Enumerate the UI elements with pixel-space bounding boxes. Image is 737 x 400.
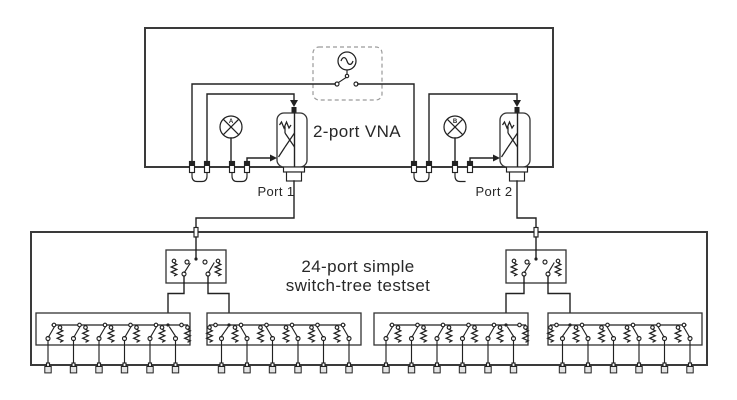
switch-bank-2 — [207, 312, 362, 373]
testset-input-connector-2 — [533, 226, 539, 238]
testset-enclosure — [30, 231, 708, 366]
source-section-outline — [312, 46, 383, 101]
switch-bank-4 — [548, 312, 703, 373]
panel-connector — [466, 160, 474, 174]
vna-label: 2-port VNA — [313, 122, 401, 141]
jumper-loop — [191, 172, 208, 183]
switch-bank-1 — [35, 312, 190, 373]
signal-source-icon — [337, 51, 357, 71]
port1-cable — [195, 180, 295, 229]
directional-coupler-port2-icon — [499, 112, 531, 168]
port1-connector — [282, 166, 306, 182]
panel-connector — [451, 160, 459, 174]
coupled-arm-arrow-port1 — [270, 154, 277, 162]
coupler1-input-connector — [291, 107, 297, 113]
switch-bank-3 — [373, 312, 528, 373]
jumper-loop — [413, 172, 430, 183]
vna-enclosure — [144, 27, 554, 168]
port2-cable — [516, 180, 537, 229]
source-section — [312, 46, 383, 101]
jumper-loop — [231, 172, 248, 183]
directional-coupler-port1-icon — [276, 112, 308, 168]
testset-label-line2: switch-tree testset — [286, 276, 431, 295]
switch-tree-wiring — [167, 282, 571, 326]
coupled-arm-arrow-port2 — [493, 154, 500, 162]
front-panel-connectors — [188, 160, 474, 183]
receiver-a-label: A — [229, 119, 234, 125]
coupler2-input-connector — [514, 107, 520, 113]
panel-connector — [425, 160, 433, 174]
panel-connector — [243, 160, 251, 174]
first-level-switch-right — [506, 250, 566, 283]
testset-label-line1: 24-port simple — [301, 257, 414, 276]
testset-input-connector-1 — [193, 226, 199, 238]
panel-connector — [188, 160, 196, 174]
panel-connector — [228, 160, 236, 174]
panel-connector — [203, 160, 211, 174]
jumper-loop — [454, 172, 466, 183]
receiver-b-label: B — [453, 119, 458, 125]
port1-label: Port 1 — [257, 184, 294, 199]
port2-label: Port 2 — [475, 184, 512, 199]
signal-arrow-down-port1 — [290, 100, 298, 107]
signal-arrow-down-port2 — [513, 100, 521, 107]
vna-wiring — [191, 83, 518, 163]
source-transfer-switch-icon — [334, 69, 359, 87]
first-level-switch-left — [166, 250, 226, 283]
port2-connector — [505, 166, 529, 182]
panel-connector — [410, 160, 418, 174]
